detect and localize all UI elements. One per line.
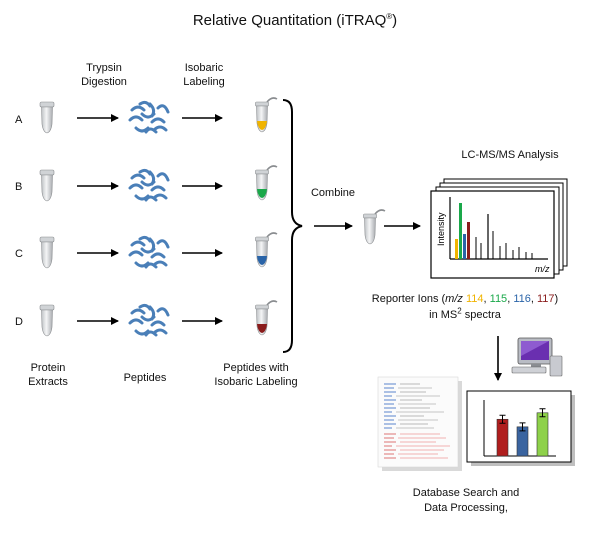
bar-3 (536, 412, 549, 457)
isobaric-label-line1: Isobaric (184, 62, 224, 74)
combine-label: Combine (310, 187, 356, 199)
title-sup: ® (386, 12, 393, 21)
error-bar-1 (499, 414, 506, 424)
bar-chart-thumbnail (466, 390, 575, 466)
tube-d (39, 304, 55, 337)
reporter-ions-line2: in MS2 spectra (429, 306, 501, 322)
labeled-tube-a (254, 97, 278, 133)
combined-tube (362, 209, 386, 245)
sample-label-a: A (15, 114, 23, 126)
labeled-label-line2: Isobaric Labeling (214, 376, 298, 388)
spectrum-ylabel: Intensity (436, 212, 446, 246)
peptides-c (128, 235, 170, 269)
reporter-ion-115: 115 (489, 293, 508, 305)
isobaric-label-line2: Labeling (183, 76, 225, 88)
database-label-line1: Database Search and (412, 487, 520, 499)
sample-label-c: C (15, 248, 23, 260)
tube-b (39, 169, 55, 202)
reporter-prefix: Reporter Ions ( (371, 293, 446, 305)
database-report-thumbnail (377, 376, 462, 471)
peptides-b (128, 168, 170, 202)
bar-1 (496, 418, 509, 457)
reporter-ions-line1: Reporter Ions (m/z 114, 115, 116, 117) (371, 293, 559, 305)
arrows (77, 114, 502, 381)
diagram-title: Relative Quantitation (iTRAQ®) (0, 12, 590, 29)
sample-label-b: B (15, 181, 23, 193)
protein-label-line2: Extracts (28, 376, 68, 388)
combine-brace (282, 99, 303, 353)
reporter-suffix: ) (554, 293, 559, 305)
tube-a (39, 101, 55, 134)
labeled-tube-d (254, 300, 278, 336)
protein-label-line1: Protein (30, 362, 66, 374)
title-close: ) (392, 12, 398, 29)
computer-icon (511, 337, 563, 377)
ms2-pre: in MS (429, 309, 458, 321)
title-main: Relative Quantitation (iTRAQ (192, 12, 387, 29)
labeled-tubes (254, 97, 278, 336)
reporter-ion-114: 114 (465, 293, 484, 305)
peptide-clusters (128, 100, 170, 337)
reporter-mz: m/z (445, 293, 463, 305)
peptides-a (128, 100, 170, 134)
labeled-tube-b (254, 165, 278, 201)
error-bar-3 (539, 408, 546, 418)
error-bar-2 (519, 422, 526, 432)
ms2-sup: 2 (457, 306, 462, 316)
labeled-label-line1: Peptides with (223, 362, 289, 374)
spectrum-peaks (455, 203, 533, 259)
database-label-line2: Data Processing, (424, 502, 508, 514)
reporter-ion-116: 116 (513, 293, 531, 305)
trypsin-label-line2: Digestion (81, 76, 127, 88)
peptides-label: Peptides (123, 372, 167, 384)
spectrum-xlabel: m/z (535, 264, 550, 274)
tube-c (39, 236, 55, 269)
sample-label-d: D (15, 316, 23, 328)
protein-extract-tubes (39, 101, 55, 337)
peptides-d (128, 303, 170, 337)
ms2-post: spectra (461, 309, 501, 321)
spectrum-stack: Intensity m/z (430, 178, 568, 279)
trypsin-label-line1: Trypsin (86, 62, 122, 74)
labeled-tube-c (254, 232, 278, 268)
reporter-ion-117: 117 (536, 293, 555, 305)
lcms-label: LC-MS/MS Analysis (461, 149, 559, 161)
